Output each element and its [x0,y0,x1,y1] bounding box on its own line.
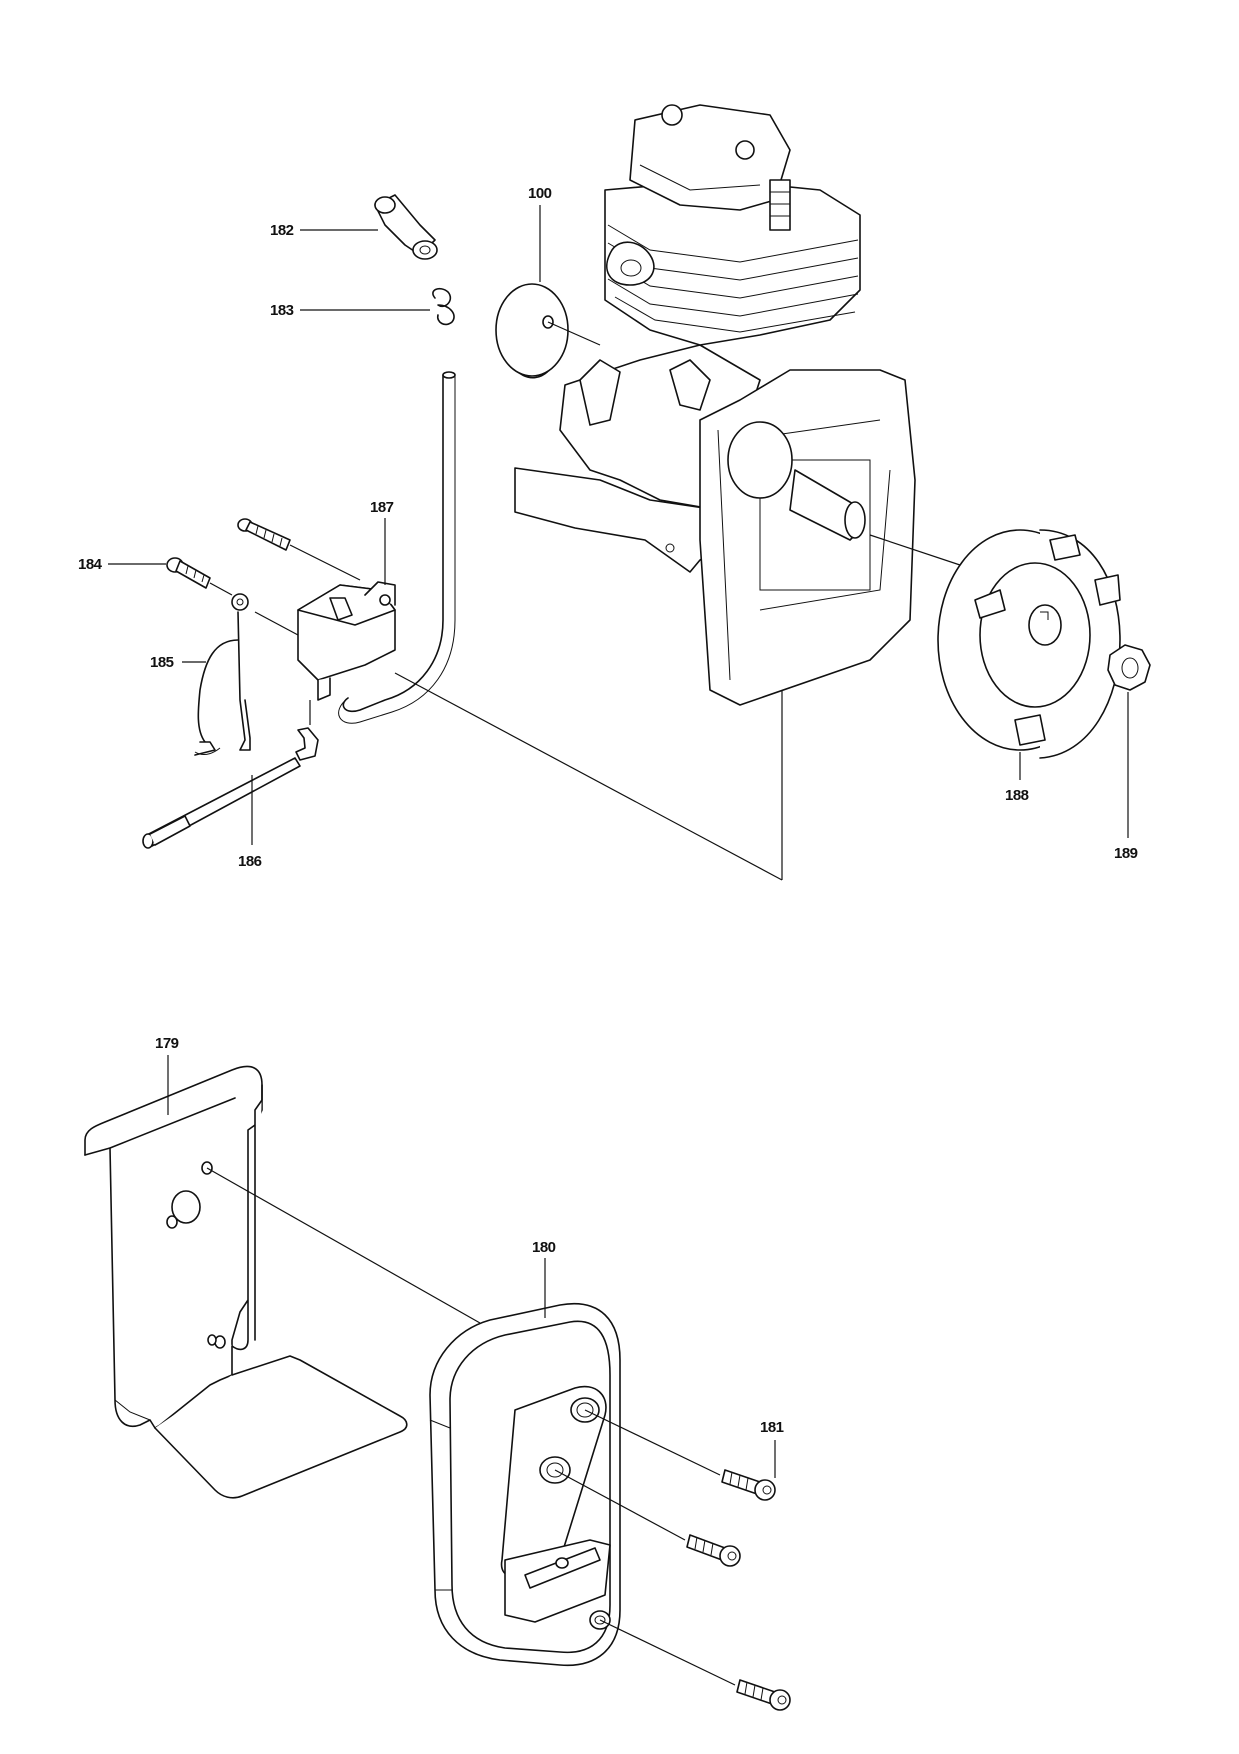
label-179: 179 [155,1035,179,1052]
part-181-screws [554,1409,791,1711]
part-182-plug-cap [374,194,438,260]
label-186: 186 [238,853,262,870]
part-184-screw [166,557,299,636]
label-100: 100 [528,185,552,202]
label-187: 187 [370,499,394,516]
callouts [108,205,1129,1478]
label-188: 188 [1005,787,1029,804]
part-186-stop-rod [142,700,319,849]
part-179-bracket [84,1065,481,1499]
label-185: 185 [150,654,174,671]
part-188-flywheel [869,529,1121,759]
part-183-spring [432,287,455,326]
label-181: 181 [760,1419,784,1436]
leader-lines [394,672,783,881]
part-189-nut [1107,644,1151,691]
part-100-disc [495,283,601,379]
engine-block [514,104,916,706]
label-180: 180 [532,1239,556,1256]
label-182: 182 [270,222,294,239]
label-189: 189 [1114,845,1138,862]
label-183: 183 [270,302,294,319]
part-187-screw [237,518,361,581]
part-180-muffler [429,1303,621,1667]
part-187-ignition-coil [297,581,396,701]
part-185-wire [194,611,251,756]
fuel-line [338,371,456,724]
labels: 182 183 100 187 184 185 186 188 189 179 … [78,185,1138,1436]
label-184: 184 [78,556,103,573]
